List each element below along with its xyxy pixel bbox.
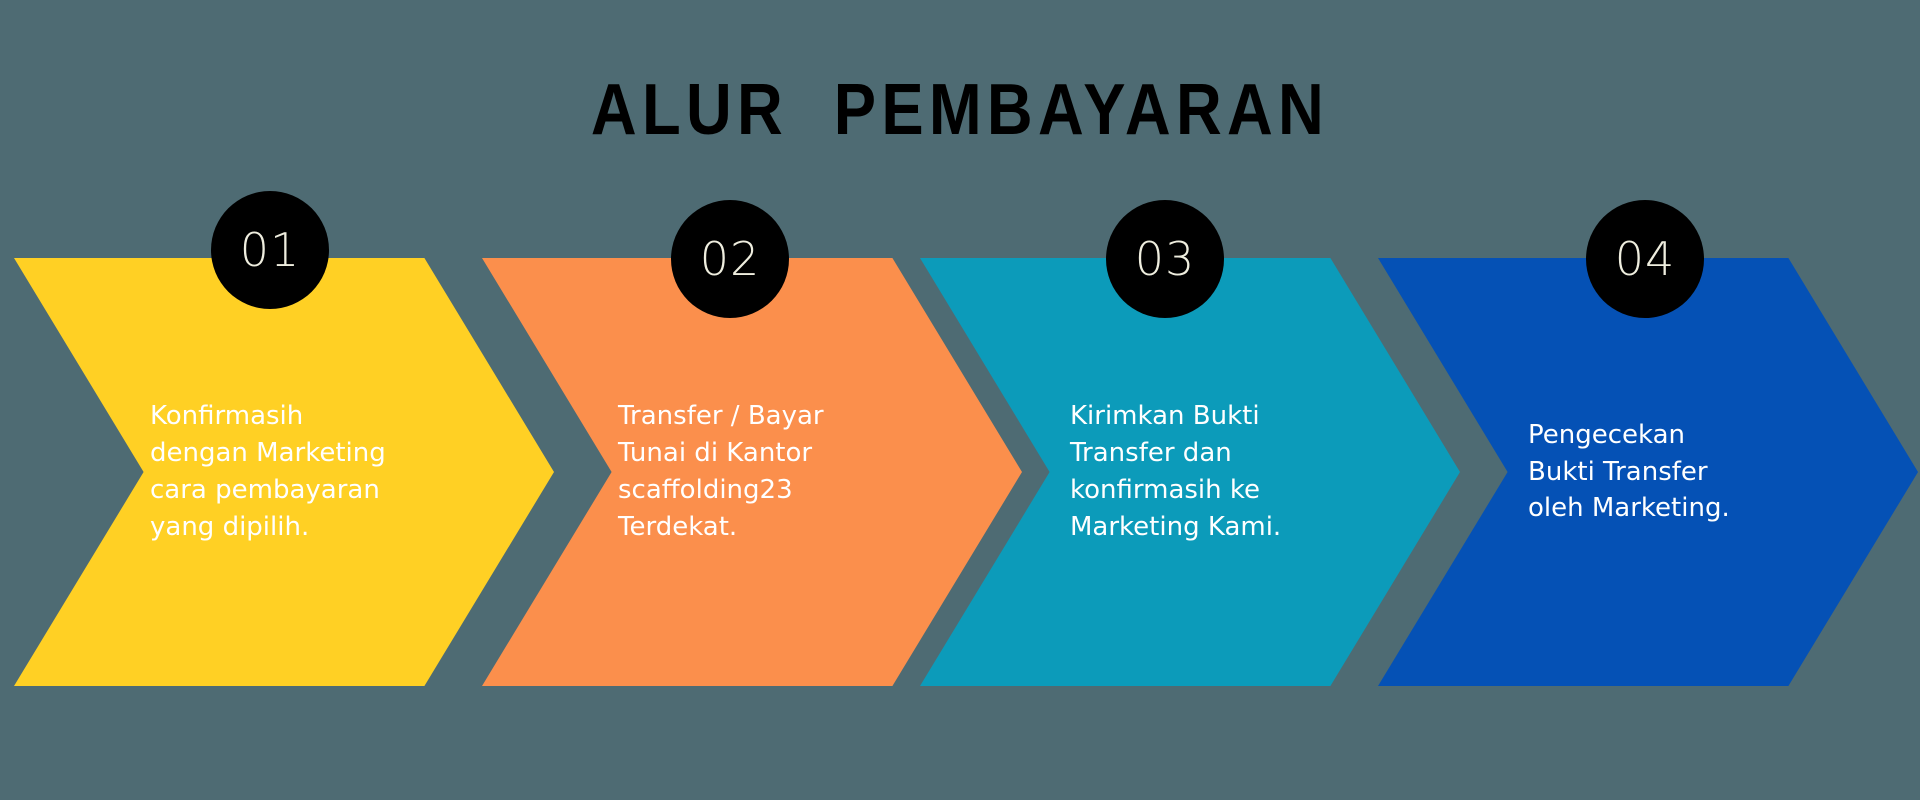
step-number-badge-1: 01 xyxy=(211,191,329,309)
chevron-shape-1 xyxy=(14,258,554,686)
flow-step-4[interactable]: Pengecekan Bukti Transfer oleh Marketing… xyxy=(1378,258,1918,686)
step-number-badge-3: 03 xyxy=(1106,200,1224,318)
step-number-badge-4: 04 xyxy=(1586,200,1704,318)
step-number-badge-2: 02 xyxy=(671,200,789,318)
flow-step-1[interactable]: Konfirmasih dengan Marketing cara pembay… xyxy=(14,258,554,686)
page-title: ALUR PEMBAYARAN xyxy=(590,70,1330,150)
chevron-shape-4 xyxy=(1378,258,1918,686)
